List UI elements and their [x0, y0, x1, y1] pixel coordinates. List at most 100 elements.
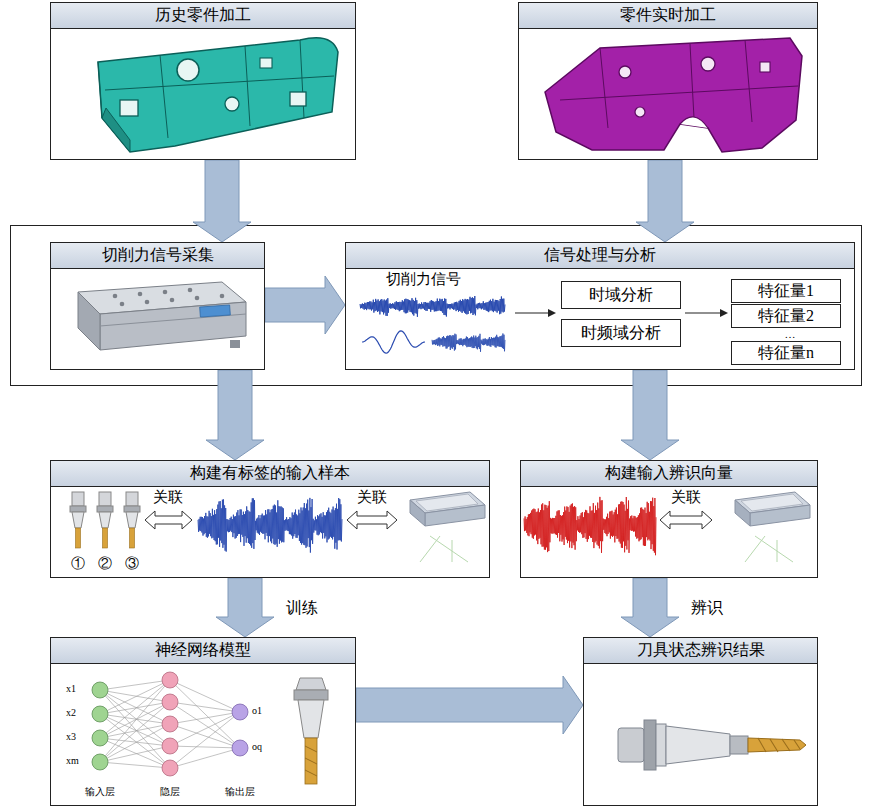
illustration-part	[230, 340, 240, 348]
illustration-part	[163, 290, 168, 295]
annotation-label: 关联	[153, 489, 183, 506]
illustration-part	[347, 511, 397, 529]
illustration-part	[305, 746, 317, 776]
illustration-part	[260, 58, 272, 68]
illustration-part	[701, 57, 715, 71]
process-box: 时频域分析	[561, 319, 681, 347]
block-arrow	[621, 578, 679, 637]
illustration-part	[162, 738, 178, 754]
block-arrow	[636, 160, 694, 242]
box-label: 特征量n	[758, 344, 814, 362]
panel-header: 构建有标签的输入样本	[51, 461, 489, 487]
illustration-part	[644, 720, 656, 770]
illustration-part	[92, 754, 108, 770]
process-box: 特征量2	[731, 304, 841, 328]
annotation-label: …	[785, 328, 796, 340]
illustration-part	[660, 511, 712, 529]
block-arrow	[193, 160, 251, 242]
network-link	[170, 680, 240, 712]
illustration-part	[735, 500, 750, 526]
tool-small	[294, 678, 328, 784]
illustration-part	[515, 312, 549, 313]
annotation-label: oq	[252, 741, 262, 752]
network-link	[100, 746, 170, 762]
network-link	[100, 702, 170, 714]
illustration-part	[92, 682, 108, 698]
annotation-label: ①	[71, 556, 85, 571]
panel-header: 历史零件加工	[51, 3, 355, 29]
panel-box: 构建有标签的输入样本	[50, 460, 490, 578]
illustration-part	[685, 312, 721, 313]
illustration-part	[760, 62, 770, 72]
illustration-part	[113, 294, 118, 299]
illustration-part	[162, 694, 178, 710]
network-link	[100, 680, 170, 738]
illustration-part	[720, 309, 728, 317]
edge-label: 训练	[284, 598, 320, 617]
panel-title: 构建输入辨识向量	[605, 464, 733, 482]
illustration-part	[130, 528, 135, 548]
annotation-label: 关联	[671, 489, 701, 506]
illustration-part	[420, 536, 468, 562]
illustration-part	[294, 690, 328, 700]
illustration-part	[99, 512, 111, 528]
network-link	[170, 702, 240, 748]
flow-arrows	[515, 309, 728, 317]
illustration-part	[750, 505, 810, 526]
network-link	[170, 712, 240, 724]
network-link	[100, 762, 170, 768]
illustration-part	[100, 302, 246, 350]
illustration-part	[635, 107, 645, 117]
network-neurons	[92, 672, 248, 776]
illustration-part	[200, 305, 231, 317]
illustration-part	[99, 492, 111, 506]
network-links	[100, 680, 240, 768]
illustration-part	[296, 678, 326, 690]
annotation-label: 隐层	[160, 786, 180, 797]
illustration-part	[98, 38, 338, 152]
panel-header: 零件实时加工	[519, 3, 817, 29]
annotation-label: 输入层	[85, 786, 115, 797]
illustration-part	[92, 730, 108, 746]
illustration-part	[360, 296, 505, 317]
panel-header: 神经网络模型	[51, 638, 355, 664]
illustration-part	[76, 528, 81, 548]
panel-header: 刀具状态辨识结果	[584, 638, 817, 664]
annotation-label: ②	[98, 556, 112, 571]
panel-header: 构建输入辨识向量	[521, 461, 817, 487]
illustration-part	[680, 117, 708, 128]
illustration-part	[656, 724, 666, 766]
annotation-label: 输出层	[225, 786, 255, 797]
panel-title: 神经网络模型	[155, 641, 251, 659]
annotation-label: xm	[66, 755, 79, 766]
tool-icons	[70, 492, 140, 548]
annotation-label: x1	[66, 683, 76, 694]
illustration-part	[298, 700, 324, 738]
box-label: 特征量2	[758, 307, 814, 325]
illustration-part	[225, 97, 239, 111]
illustration-part	[145, 511, 192, 529]
illustration-part	[78, 292, 100, 350]
network-link	[100, 702, 170, 738]
illustration-part	[162, 716, 178, 732]
illustration-part	[92, 706, 108, 722]
illustration-part	[120, 100, 138, 116]
illustration-part	[126, 512, 138, 528]
group-outline	[11, 226, 862, 386]
illustration-part	[220, 294, 225, 299]
illustration-part	[177, 59, 199, 81]
panel-header: 信号处理与分析	[346, 243, 854, 269]
edge-label: 辨识	[689, 598, 725, 617]
network-link	[170, 724, 240, 748]
illustration-part	[560, 40, 798, 128]
illustration-part	[748, 738, 806, 752]
illustration-part	[432, 334, 505, 352]
annotation-label: o1	[252, 705, 262, 716]
illustration-part	[98, 40, 334, 138]
block-arrow	[265, 276, 345, 334]
panel-title: 切削力信号采集	[102, 246, 214, 264]
illustration-part	[232, 740, 248, 756]
illustration-part	[124, 506, 140, 512]
illustration-part	[120, 302, 125, 307]
